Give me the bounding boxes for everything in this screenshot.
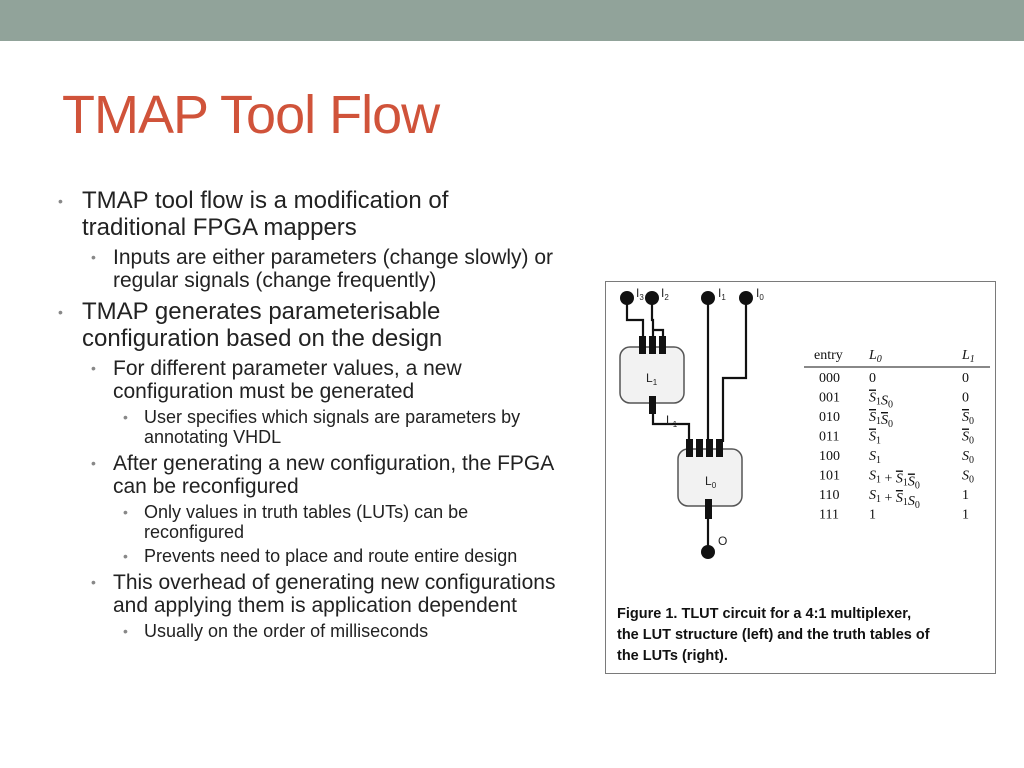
bullet-dot-icon: •: [91, 249, 96, 265]
bullet-dot-icon: •: [123, 504, 128, 520]
tlut-circuit-diagram: I3 I2 I1 I0 L1 L1 L0 O entry L0: [619, 286, 990, 559]
table-cell: 001: [819, 391, 840, 406]
bullet-text-line: configuration must be generated: [113, 380, 415, 403]
table-row: 100 S1 S0: [819, 449, 974, 466]
bullet-dot-icon: •: [91, 455, 96, 471]
table-cell: S0: [962, 430, 974, 447]
table-cell: 0: [962, 371, 969, 386]
output-node: [701, 545, 715, 559]
table-row: 101 S1 + S1S0 S0: [819, 469, 974, 492]
input-node-i3: [620, 291, 634, 305]
caption-line: the LUT structure (left) and the truth t…: [617, 627, 930, 643]
input-label-i2: I2: [661, 286, 669, 302]
bullet-dot-icon: •: [123, 548, 128, 564]
input-label-i0: I0: [756, 286, 764, 302]
table-cell: S1 + S1S0: [869, 469, 920, 492]
bullet-dot-icon: •: [58, 304, 63, 320]
caption-line: Figure 1. TLUT circuit for a 4:1 multipl…: [617, 606, 912, 622]
bullet-text-line: annotating VHDL: [144, 427, 282, 447]
table-cell: 011: [819, 430, 839, 445]
bullet-text-line: and applying them is application depende…: [113, 594, 517, 617]
lut-output-label-l1: L1: [666, 413, 678, 429]
bullet-text-line: Only values in truth tables (LUTs) can b…: [144, 502, 469, 522]
lut-label-l0: L0: [705, 474, 717, 490]
table-cell: S0: [962, 469, 974, 486]
lut-label-l1: L1: [646, 371, 658, 387]
bullet-text-line: traditional FPGA mappers: [82, 214, 357, 241]
table-row: 011 S1 S0: [819, 430, 974, 447]
bullet-text-line: Prevents need to place and route entire …: [144, 546, 518, 566]
bullet-text-line: Usually on the order of milliseconds: [144, 621, 429, 641]
bullet-text-line: TMAP generates parameterisable: [82, 298, 441, 325]
bullet-level-3: • User specifies which signals are parame…: [56, 407, 616, 447]
bullet-dot-icon: •: [91, 360, 96, 376]
table-cell: S1S0: [869, 410, 893, 430]
table-cell: 000: [819, 371, 840, 386]
bullet-text-line: can be reconfigured: [113, 475, 299, 498]
table-cell: 1: [962, 488, 969, 503]
bullet-dot-icon: •: [91, 574, 96, 590]
bullet-text-line: User specifies which signals are paramet…: [144, 407, 521, 427]
bullet-level-3: • Usually on the order of milliseconds: [56, 621, 616, 641]
table-cell: S0: [962, 410, 974, 427]
bullet-dot-icon: •: [123, 409, 128, 425]
table-cell: 010: [819, 410, 840, 425]
table-cell: S0: [962, 449, 974, 466]
table-cell: 110: [819, 488, 839, 503]
table-header-entry: entry: [814, 348, 843, 363]
bullet-level-2: • After generating a new configuration, t…: [56, 452, 616, 498]
table-cell: 1: [962, 508, 969, 523]
table-cell: S1S0: [869, 391, 893, 411]
bullet-dot-icon: •: [58, 193, 63, 209]
table-header-l1: L1: [961, 348, 975, 365]
bullet-level-3: • Only values in truth tables (LUTs) can …: [56, 502, 616, 542]
caption-line: the LUTs (right).: [617, 648, 728, 664]
bullet-text-line: regular signals (change frequently): [113, 269, 437, 292]
input-nodes: [620, 291, 753, 559]
table-cell: 111: [819, 508, 839, 523]
table-header-l0: L0: [868, 348, 882, 365]
table-cell: 0: [869, 371, 876, 386]
top-accent-bar: [0, 0, 1024, 41]
input-node-i1: [701, 291, 715, 305]
bullet-level-2: • This overhead of generating new configu…: [56, 571, 616, 617]
input-node-i0: [739, 291, 753, 305]
table-cell: 100: [819, 449, 840, 464]
input-label-i1: I1: [718, 286, 726, 302]
bullet-level-2: • Inputs are either parameters (change sl…: [56, 246, 616, 292]
input-label-i3: I3: [636, 286, 644, 302]
bullet-text-line: For different parameter values, a new: [113, 357, 462, 380]
table-cell: 0: [962, 391, 969, 406]
table-cell: 101: [819, 469, 840, 484]
table-row: 010 S1S0 S0: [819, 410, 974, 430]
bullet-text-line: reconfigured: [144, 522, 245, 542]
tlut-figure: I3 I2 I1 I0 L1 L1 L0 O entry L0: [605, 281, 996, 674]
bullet-text-line: configuration based on the design: [82, 325, 443, 352]
figure-caption: Figure 1. TLUT circuit for a 4:1 multipl…: [617, 604, 992, 667]
bullet-text-line: TMAP tool flow is a modification of: [82, 187, 449, 214]
bullet-text-line: After generating a new configuration, th…: [113, 452, 555, 475]
input-node-i2: [645, 291, 659, 305]
table-cell: S1 + S1S0: [869, 488, 920, 511]
table-cell: 1: [869, 508, 876, 523]
bullet-dot-icon: •: [123, 623, 128, 639]
bullet-text-line: This overhead of generating new configur…: [113, 571, 556, 594]
table-cell: S1: [869, 449, 881, 466]
slide-title: TMAP Tool Flow: [62, 85, 440, 145]
bullet-text-line: Inputs are either parameters (change slo…: [113, 246, 554, 269]
output-label: O: [718, 534, 727, 548]
table-cell: S1: [869, 430, 881, 447]
table-row: 110 S1 + S1S0 1: [819, 488, 969, 511]
table-row: 001 S1S0 0: [819, 391, 969, 411]
bullet-level-3: • Prevents need to place and route entire…: [56, 546, 616, 566]
